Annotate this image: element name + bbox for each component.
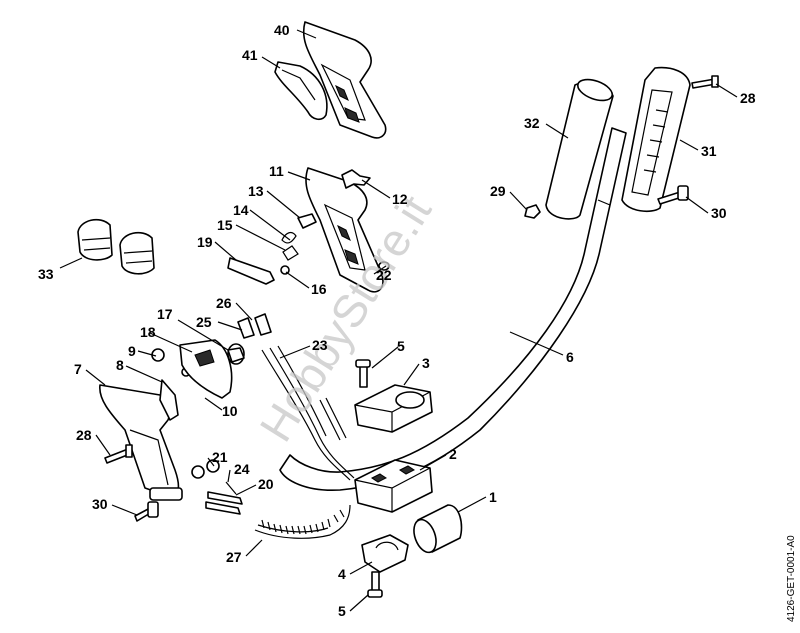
pin-22 — [378, 261, 390, 271]
label-27: 27 — [226, 549, 242, 565]
switch-parts-25-26 — [227, 313, 272, 365]
label-13: 13 — [248, 183, 264, 199]
screw-28-left — [104, 444, 133, 464]
label-30-right: 30 — [711, 205, 727, 221]
sleeve-1 — [413, 504, 463, 554]
label-25: 25 — [196, 314, 212, 330]
hose-clamps-33 — [77, 218, 155, 275]
label-19: 19 — [197, 234, 213, 250]
label-28-left: 28 — [76, 427, 92, 443]
screw-28-right — [691, 75, 719, 89]
clamp-2 — [354, 459, 433, 513]
label-11: 11 — [269, 163, 284, 179]
nut-29 — [524, 204, 541, 219]
wing-nut-12 — [341, 169, 371, 189]
label-9: 9 — [128, 343, 136, 359]
screw-30-right — [657, 185, 689, 205]
label-6: 6 — [566, 349, 574, 365]
label-1: 1 — [489, 489, 497, 505]
handle-grip — [545, 78, 614, 220]
lever-8 — [159, 379, 179, 421]
control-handle-upper — [302, 21, 387, 139]
label-2: 2 — [449, 446, 457, 462]
handlebar-tube — [279, 127, 627, 491]
label-22: 22 — [376, 267, 392, 283]
label-3: 3 — [422, 355, 430, 371]
control-handle-lower — [305, 167, 384, 293]
label-26: 26 — [216, 295, 232, 311]
throttle-cable-27 — [254, 504, 351, 539]
label-7: 7 — [74, 361, 82, 377]
small-springs-13-16 — [280, 213, 317, 275]
clamp-3 — [354, 384, 433, 433]
connectors-20-24 — [191, 459, 243, 515]
label-30-left: 30 — [92, 496, 108, 512]
label-16: 16 — [311, 281, 327, 297]
label-14: 14 — [233, 202, 249, 218]
screw-5-lower — [367, 571, 383, 598]
clamp-4 — [361, 534, 409, 573]
label-20: 20 — [258, 476, 274, 492]
label-10: 10 — [222, 403, 238, 419]
label-8: 8 — [116, 357, 124, 373]
label-5-upper: 5 — [397, 338, 405, 354]
label-4: 4 — [338, 566, 346, 582]
label-15: 15 — [217, 217, 233, 233]
label-24: 24 — [234, 461, 250, 477]
part-labels: 40 41 28 32 31 29 30 11 12 13 14 15 16 1… — [38, 22, 756, 619]
label-41: 41 — [242, 47, 258, 63]
label-33: 33 — [38, 266, 54, 282]
label-40: 40 — [274, 22, 290, 38]
label-21: 21 — [212, 449, 228, 465]
lever-19 — [227, 257, 275, 285]
label-23: 23 — [312, 337, 328, 353]
trigger-cover — [274, 61, 328, 121]
cable-harness-23 — [261, 345, 355, 481]
label-12: 12 — [392, 191, 408, 207]
label-18: 18 — [140, 324, 156, 340]
label-28-right: 28 — [740, 90, 756, 106]
screw-30-left — [134, 501, 159, 522]
label-32: 32 — [524, 115, 540, 131]
leader-lines — [59, 29, 738, 612]
handle-housing-left — [99, 384, 183, 501]
label-31: 31 — [701, 143, 717, 159]
grip-housing-right — [621, 66, 691, 213]
screw-5-upper — [355, 359, 371, 388]
drawing-code: 4126-GET-0001-A0 — [786, 535, 797, 622]
label-29: 29 — [490, 183, 506, 199]
throttle-trigger-10 — [179, 339, 233, 399]
label-5-lower: 5 — [338, 603, 346, 619]
label-17: 17 — [157, 306, 173, 322]
